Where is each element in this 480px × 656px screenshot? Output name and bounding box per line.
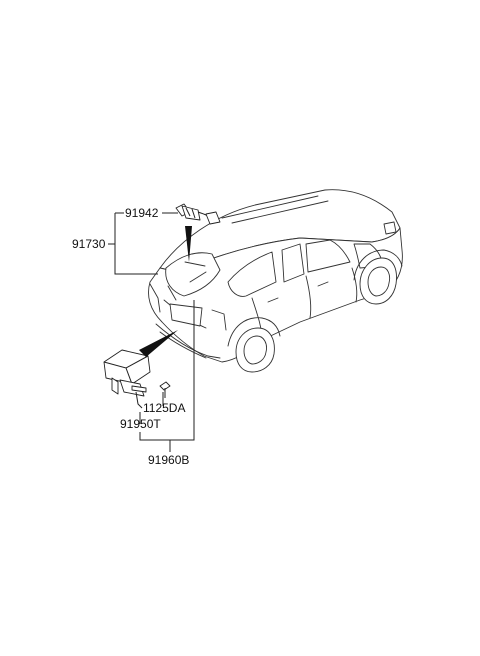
label-1125DA: 1125DA: [143, 401, 185, 415]
part-91950T-module: [103, 349, 151, 409]
vehicle-illustration: [148, 189, 403, 373]
label-91730: 91730: [72, 237, 106, 251]
label-91950T: 91950T: [120, 417, 161, 431]
label-91942: 91942: [125, 206, 159, 220]
leader-lines: [108, 212, 195, 452]
part-91942-connector: [175, 203, 221, 225]
pointer-wedge-91942: [185, 226, 192, 262]
pointer-wedge-91950T: [139, 330, 178, 357]
label-91960B: 91960B: [148, 453, 189, 467]
part-1125DA-bolt: [159, 381, 171, 398]
